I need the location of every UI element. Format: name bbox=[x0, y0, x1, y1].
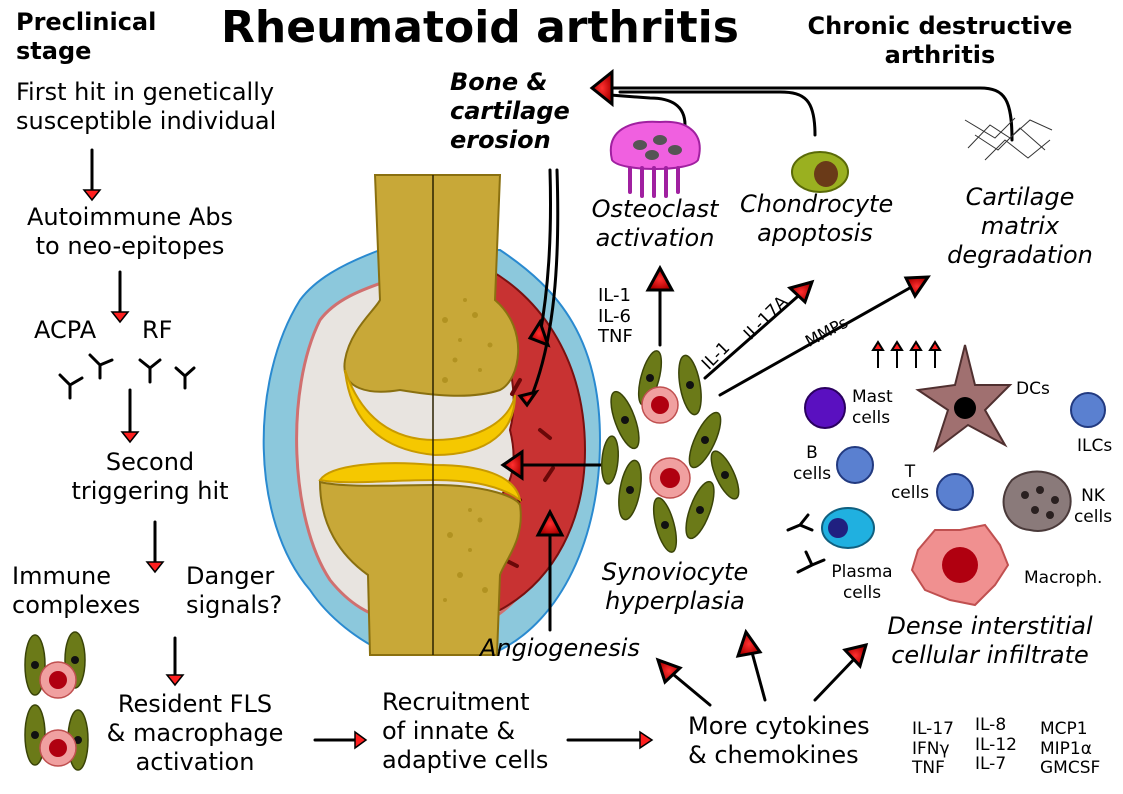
first-hit-label: First hit in genetically susceptible ind… bbox=[16, 78, 277, 135]
angiogenesis-label: Angiogenesis bbox=[480, 634, 640, 662]
macrophage-cell bbox=[910, 523, 1010, 607]
dense-infiltrate-label: Dense interstitial cellular infiltrate bbox=[887, 612, 1093, 669]
fls-cluster bbox=[24, 631, 89, 771]
rf-label: RF bbox=[142, 316, 173, 344]
more-cytokines-label: More cytokines & chemokines bbox=[688, 712, 870, 769]
dendritic-cell bbox=[915, 344, 1013, 453]
page-title: Rheumatoid arthritis bbox=[221, 2, 739, 53]
chondrocyte-label: Chondrocyte apoptosis bbox=[740, 190, 894, 247]
plasma-cell bbox=[821, 507, 875, 549]
chondrocyte-cell bbox=[791, 151, 849, 193]
recruitment-label: Recruitment of innate & adaptive cells bbox=[382, 688, 549, 774]
chronic-stage-label: Chronic destructive arthritis bbox=[807, 12, 1073, 69]
acpa-label: ACPA bbox=[34, 316, 97, 344]
cytokine-column-1: IL-17 IFNγ TNF bbox=[912, 719, 954, 779]
immune-complexes-label: Immune complexes bbox=[12, 562, 141, 619]
ilc-cell bbox=[1070, 392, 1106, 428]
resident-fls-label: Resident FLS & macrophage activation bbox=[106, 690, 284, 776]
osteoclast-label: Osteoclast activation bbox=[591, 195, 719, 252]
mast-cell bbox=[804, 387, 846, 429]
macrophage-label: Macroph. bbox=[1024, 568, 1103, 588]
plasma-cells-label: Plasma cells bbox=[831, 562, 893, 604]
cytokine-column-2: IL-8 IL-12 IL-7 bbox=[975, 715, 1017, 775]
autoimmune-abs-label: Autoimmune Abs to neo-epitopes bbox=[26, 203, 234, 260]
mast-cells-label: Mast cells bbox=[852, 387, 893, 429]
dcs-label: DCs bbox=[1016, 379, 1050, 399]
t-cell bbox=[936, 473, 974, 511]
ilcs-label: ILCs bbox=[1077, 436, 1113, 456]
osteoclast-cell bbox=[609, 120, 701, 198]
synoviocyte-cluster bbox=[601, 350, 740, 553]
cartilage-matrix-label: Cartilage matrix degradation bbox=[947, 183, 1093, 269]
preclinical-stage-label: Preclinical stage bbox=[16, 8, 157, 65]
second-hit-label: Second triggering hit bbox=[71, 448, 229, 505]
cytokine-column-3: MCP1 MIP1α GMCSF bbox=[1040, 719, 1101, 779]
bone-erosion-label: Bone & cartilage erosion bbox=[450, 68, 570, 154]
b-cell bbox=[836, 446, 874, 484]
joint-illustration bbox=[262, 174, 602, 656]
synoviocyte-label: Synoviocyte hyperplasia bbox=[601, 558, 749, 615]
danger-signals-label: Danger signals? bbox=[186, 562, 283, 619]
nk-cell bbox=[1002, 470, 1072, 532]
b-cells-label: B cells bbox=[792, 443, 832, 485]
il-stack-label: IL-1 IL-6 TNF bbox=[598, 285, 633, 348]
t-cells-label: T cells bbox=[890, 462, 930, 504]
nk-cells-label: NK cells bbox=[1073, 486, 1113, 528]
